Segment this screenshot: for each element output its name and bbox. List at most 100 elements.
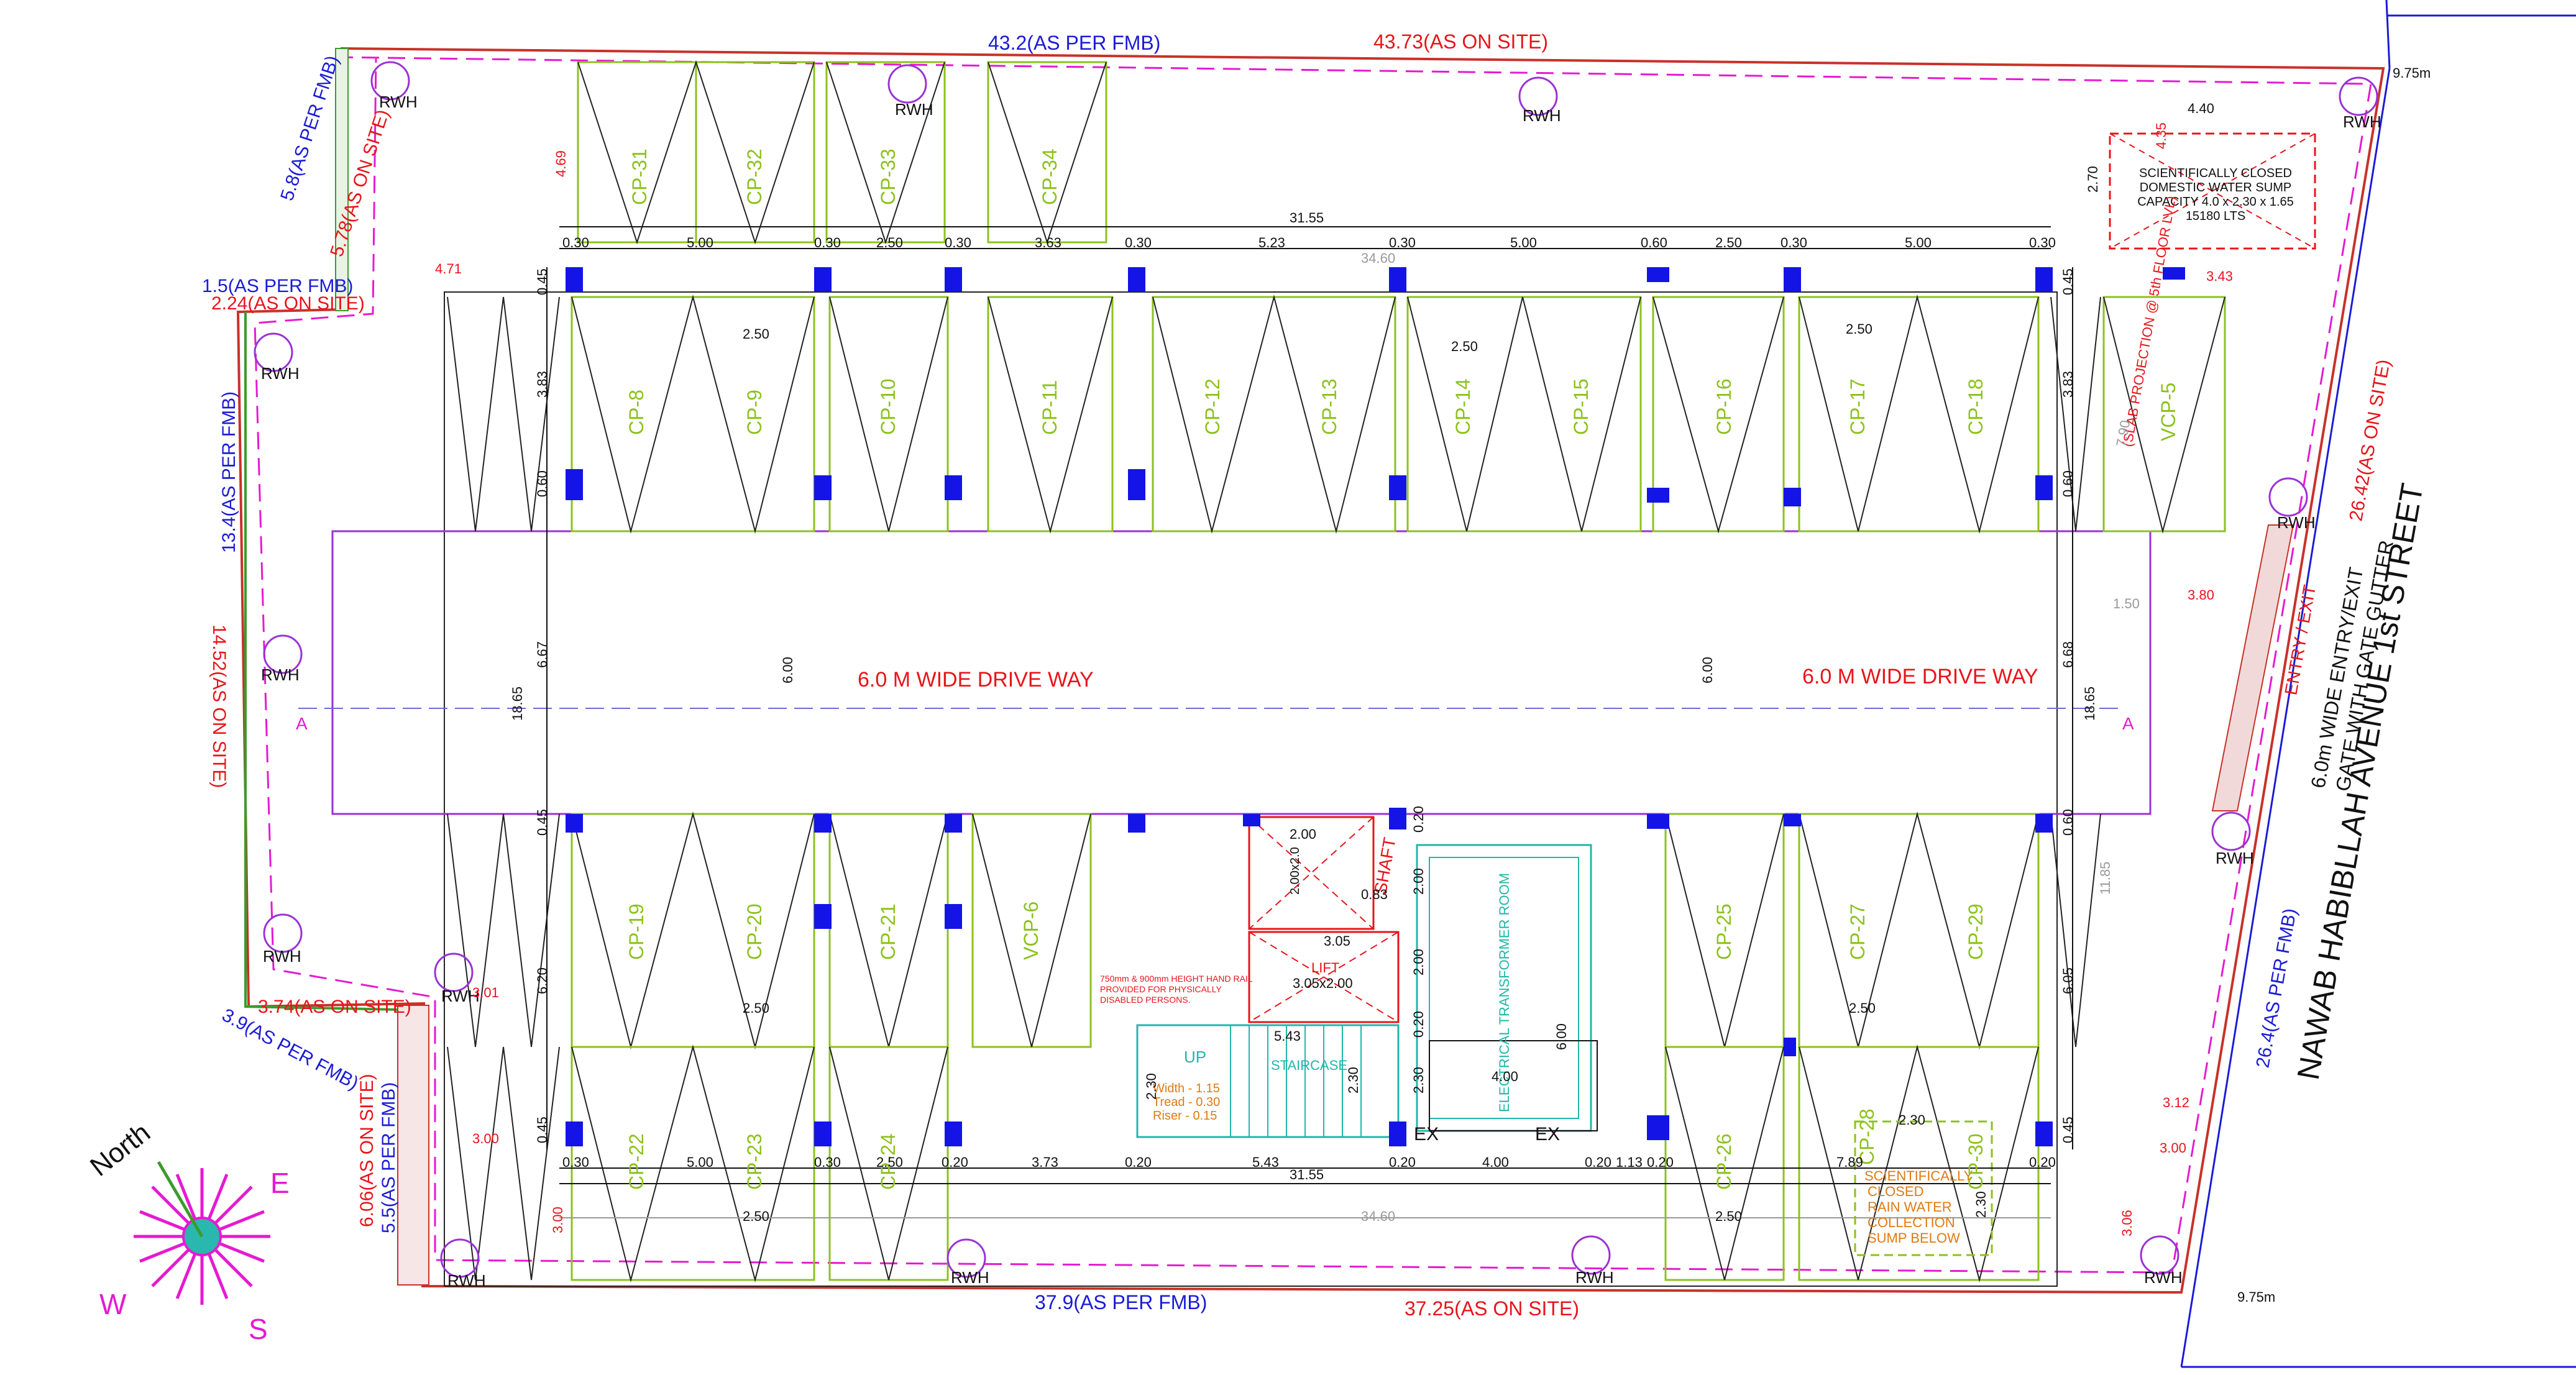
parking-label: CP-27 <box>1846 903 1869 960</box>
parking-labels-top: CP-31 CP-32 CP-33 CP-34 <box>628 148 1061 205</box>
parking-labels-upper: CP-8 CP-9 CP-10 CP-11 CP-12 CP-13 CP-14 … <box>625 378 2180 441</box>
svg-text:RWH: RWH <box>2216 849 2254 867</box>
svg-text:5.23: 5.23 <box>1258 235 1285 250</box>
svg-text:SUMP BELOW: SUMP BELOW <box>1868 1230 1960 1246</box>
left-bottom-fmb-label: 5.5(AS PER FMB) <box>378 1082 399 1233</box>
svg-text:0.45: 0.45 <box>534 268 550 295</box>
svg-text:2.00: 2.00 <box>1411 949 1426 975</box>
svg-text:0.20: 0.20 <box>2029 1154 2056 1170</box>
svg-text:6.68: 6.68 <box>2060 641 2076 668</box>
svg-text:0.60: 0.60 <box>534 470 550 497</box>
svg-text:0.20: 0.20 <box>942 1154 968 1170</box>
svg-text:RWH: RWH <box>447 1271 486 1290</box>
bottom-fmb-label: 37.9(AS PER FMB) <box>1035 1291 1207 1313</box>
left-low-fmb-label: 3.9(AS PER FMB) <box>219 1005 362 1094</box>
svg-text:0.60: 0.60 <box>2060 809 2076 836</box>
svg-text:3.83: 3.83 <box>534 371 550 398</box>
north-label: North <box>85 1117 156 1182</box>
parking-label: CP-29 <box>1964 903 1987 960</box>
compass-w-label: W <box>99 1288 127 1320</box>
handrail-label-1: 750mm & 900mm HEIGHT HAND RAIL <box>1100 974 1253 984</box>
lift-size-label: 3.05x2.00 <box>1293 975 1353 991</box>
svg-text:18.65: 18.65 <box>2082 687 2097 721</box>
svg-text:RWH: RWH <box>895 100 933 119</box>
svg-text:2.30: 2.30 <box>1411 1067 1426 1094</box>
svg-text:2.50: 2.50 <box>876 235 903 250</box>
left-low-site-label: 3.74(AS ON SITE) <box>258 997 411 1017</box>
svg-text:2.50: 2.50 <box>876 1154 903 1170</box>
svg-text:DOMESTIC WATER SUMP: DOMESTIC WATER SUMP <box>2140 181 2291 194</box>
parking-label: CP-14 <box>1452 378 1474 435</box>
svg-text:5.00: 5.00 <box>687 235 713 250</box>
rwh-pits <box>254 61 2378 1278</box>
dimension-lines <box>546 226 2073 1218</box>
parking-label: CP-24 <box>877 1133 899 1190</box>
parking-label: VCP-6 <box>1020 902 1042 960</box>
svg-text:6.20: 6.20 <box>534 967 550 994</box>
handrail-label-2: PROVIDED FOR PHYSICALLY <box>1100 984 1222 994</box>
left-bottom-site-label: 6.06(AS ON SITE) <box>357 1074 377 1227</box>
parking-label: CP-13 <box>1318 378 1341 435</box>
svg-text:3.00: 3.00 <box>472 1131 499 1146</box>
svg-text:0.30: 0.30 <box>1781 235 1807 250</box>
svg-text:31.55: 31.55 <box>1290 1167 1324 1182</box>
svg-text:0.83: 0.83 <box>1361 887 1388 902</box>
parking-labels-bottom: CP-22 CP-23 CP-24 CP-26 CP-28 CP-30 <box>625 1108 1987 1190</box>
svg-text:31.55: 31.55 <box>1290 210 1324 226</box>
svg-text:RWH: RWH <box>1575 1268 1614 1287</box>
svg-text:0.20: 0.20 <box>1411 806 1426 833</box>
svg-text:11.85: 11.85 <box>2097 862 2113 895</box>
site-boundary <box>236 47 2385 1294</box>
parking-label: CP-16 <box>1713 378 1735 435</box>
svg-text:0.45: 0.45 <box>534 809 550 836</box>
svg-text:3.06: 3.06 <box>2119 1210 2135 1236</box>
parking-label: CP-10 <box>877 378 899 435</box>
bottom-site-label: 37.25(AS ON SITE) <box>1405 1297 1579 1320</box>
parking-label: CP-30 <box>1964 1133 1987 1190</box>
svg-text:4.35: 4.35 <box>2153 122 2169 149</box>
staircase-label: STAIRCASE <box>1271 1058 1347 1073</box>
section-a-left: A <box>296 714 308 733</box>
parking-label: CP-28 <box>1856 1108 1878 1165</box>
svg-text:0.60: 0.60 <box>2060 470 2076 497</box>
svg-text:2.70: 2.70 <box>2085 166 2101 193</box>
svg-text:0.30: 0.30 <box>814 235 841 250</box>
parking-label: CP-26 <box>1713 1133 1735 1190</box>
columns <box>566 267 2185 1146</box>
svg-text:2.50: 2.50 <box>743 1208 769 1224</box>
dimension-labels: 31.55 34.60 31.55 34.60 0.30 5.00 0.30 2… <box>562 65 2431 1305</box>
svg-text:2.50: 2.50 <box>1715 1208 1742 1224</box>
up-label: UP <box>1184 1048 1206 1066</box>
svg-text:6.00: 6.00 <box>1554 1023 1569 1050</box>
svg-text:SCIENTIFICALLY: SCIENTIFICALLY <box>1864 1168 1973 1184</box>
svg-text:2.30: 2.30 <box>1973 1191 1989 1218</box>
svg-text:34.60: 34.60 <box>1361 250 1395 266</box>
svg-text:0.60: 0.60 <box>1641 235 1667 250</box>
svg-text:9.75m: 9.75m <box>2237 1289 2275 1305</box>
svg-text:1.50: 1.50 <box>2113 596 2140 611</box>
lift-size-2-label: 2.00x2.0 <box>1288 847 1302 895</box>
building-outline <box>444 291 2058 1287</box>
svg-text:5.00: 5.00 <box>1905 235 1932 250</box>
svg-text:RWH: RWH <box>441 987 480 1005</box>
entry-exit-label: ENTRY / EXIT <box>2281 583 2319 697</box>
svg-text:0.45: 0.45 <box>534 1117 550 1143</box>
left-hatch-lower <box>397 1005 429 1286</box>
left-upper-fmb-label: 5.8(AS PER FMB) <box>277 53 343 203</box>
gate-hatch <box>2211 524 2294 811</box>
parking-label: CP-19 <box>625 903 648 960</box>
road-edge-right <box>2180 68 2391 1368</box>
stair-width-label: Width - 1.15 <box>1153 1082 1220 1095</box>
svg-text:5.43: 5.43 <box>1252 1154 1279 1170</box>
svg-text:RWH: RWH <box>261 364 300 383</box>
services-core <box>1136 816 1598 1138</box>
parking-label: CP-21 <box>877 903 899 960</box>
svg-text:RWH: RWH <box>263 947 301 966</box>
stair-tread-label: Tread - 0.30 <box>1153 1095 1220 1109</box>
exit-label-2: EX <box>1535 1124 1560 1144</box>
svg-text:18.65: 18.65 <box>510 687 525 721</box>
driveway-right-label: 6.0 M WIDE DRIVE WAY <box>1802 665 2038 688</box>
svg-text:5.00: 5.00 <box>687 1154 713 1170</box>
svg-text:0.30: 0.30 <box>2029 235 2056 250</box>
